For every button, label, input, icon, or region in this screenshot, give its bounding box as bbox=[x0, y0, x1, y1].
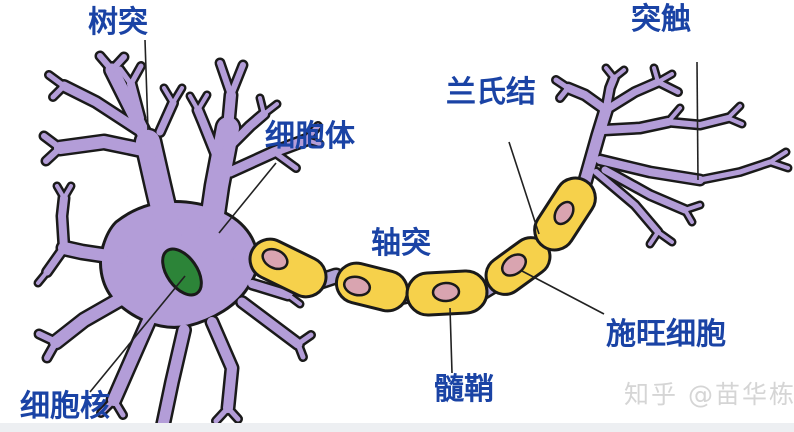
cell-body-leader-line bbox=[218, 162, 277, 234]
axon-terminal bbox=[551, 63, 793, 249]
label-cell-body: 细胞体 bbox=[265, 119, 355, 154]
schwann-cell-nuclei bbox=[261, 200, 575, 303]
myelin-leader-line bbox=[449, 307, 453, 374]
dendrites bbox=[33, 50, 325, 432]
leader-lines bbox=[89, 39, 699, 393]
label-synapse: 突触 bbox=[631, 2, 691, 37]
cell-nucleus-shape bbox=[161, 247, 203, 297]
label-axon: 轴突 bbox=[371, 226, 431, 261]
bottom-strip bbox=[0, 423, 794, 432]
schwann-nucleus bbox=[261, 247, 289, 271]
schwann-nucleus bbox=[553, 200, 575, 226]
synapse-leader-line bbox=[696, 61, 699, 181]
schwann-leader-line bbox=[521, 270, 605, 315]
label-cell-nucleus: 细胞核 bbox=[20, 389, 110, 424]
label-node-of-ranvier: 兰氏结 bbox=[446, 75, 536, 110]
schwann-nucleus bbox=[431, 281, 461, 303]
schwann-nucleus bbox=[500, 253, 528, 277]
label-schwann-cell: 施旺细胞 bbox=[606, 317, 726, 352]
watermark: 知乎 @苗华栋 bbox=[624, 380, 794, 409]
label-dendrite: 树突 bbox=[88, 5, 148, 40]
cell-nucleus-leader-line bbox=[89, 275, 186, 393]
dendrite-leader-line bbox=[144, 39, 149, 131]
schwann-nucleus bbox=[342, 275, 372, 297]
ranvier-leader-line bbox=[508, 141, 540, 235]
label-myelin-sheath: 髓鞘 bbox=[434, 372, 494, 407]
